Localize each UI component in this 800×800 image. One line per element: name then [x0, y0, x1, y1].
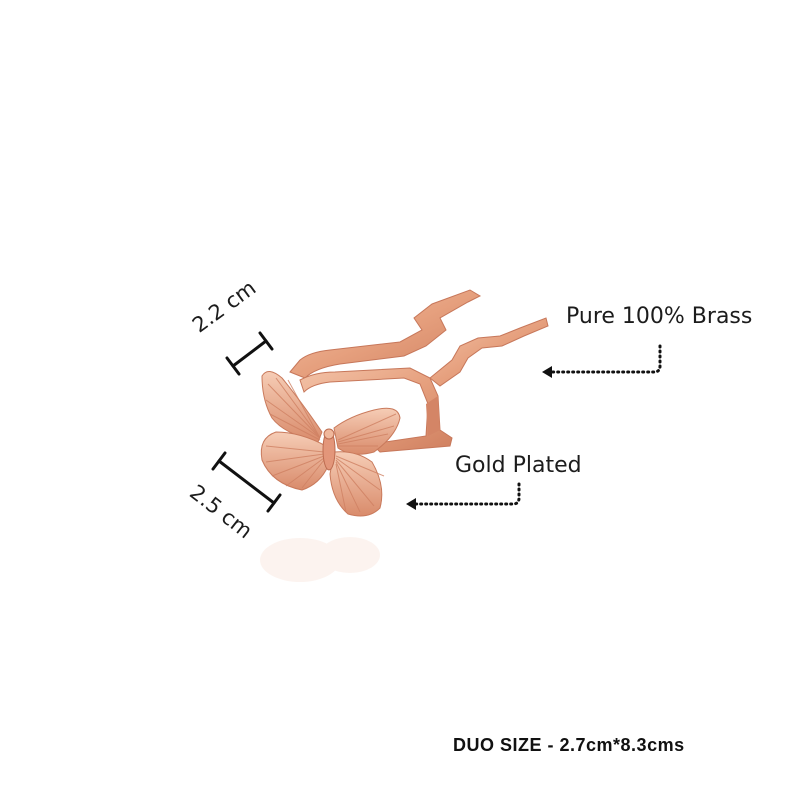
finish-label: Gold Plated [455, 453, 582, 478]
hairpin-prongs [289, 289, 549, 453]
dotted-arrow-icon [414, 482, 521, 506]
dimension-bar-icon [225, 331, 274, 376]
material-label: Pure 100% Brass [566, 304, 753, 329]
butterfly-hairpin-image [260, 371, 401, 517]
arrowhead-brass [542, 366, 552, 378]
dimension-bar-icon [211, 451, 282, 513]
reflection [260, 537, 380, 582]
dotted-arrow-icon [550, 344, 662, 374]
size-caption: DUO SIZE - 2.7cm*8.3cms [453, 735, 685, 755]
arrowhead-gold [406, 498, 416, 510]
